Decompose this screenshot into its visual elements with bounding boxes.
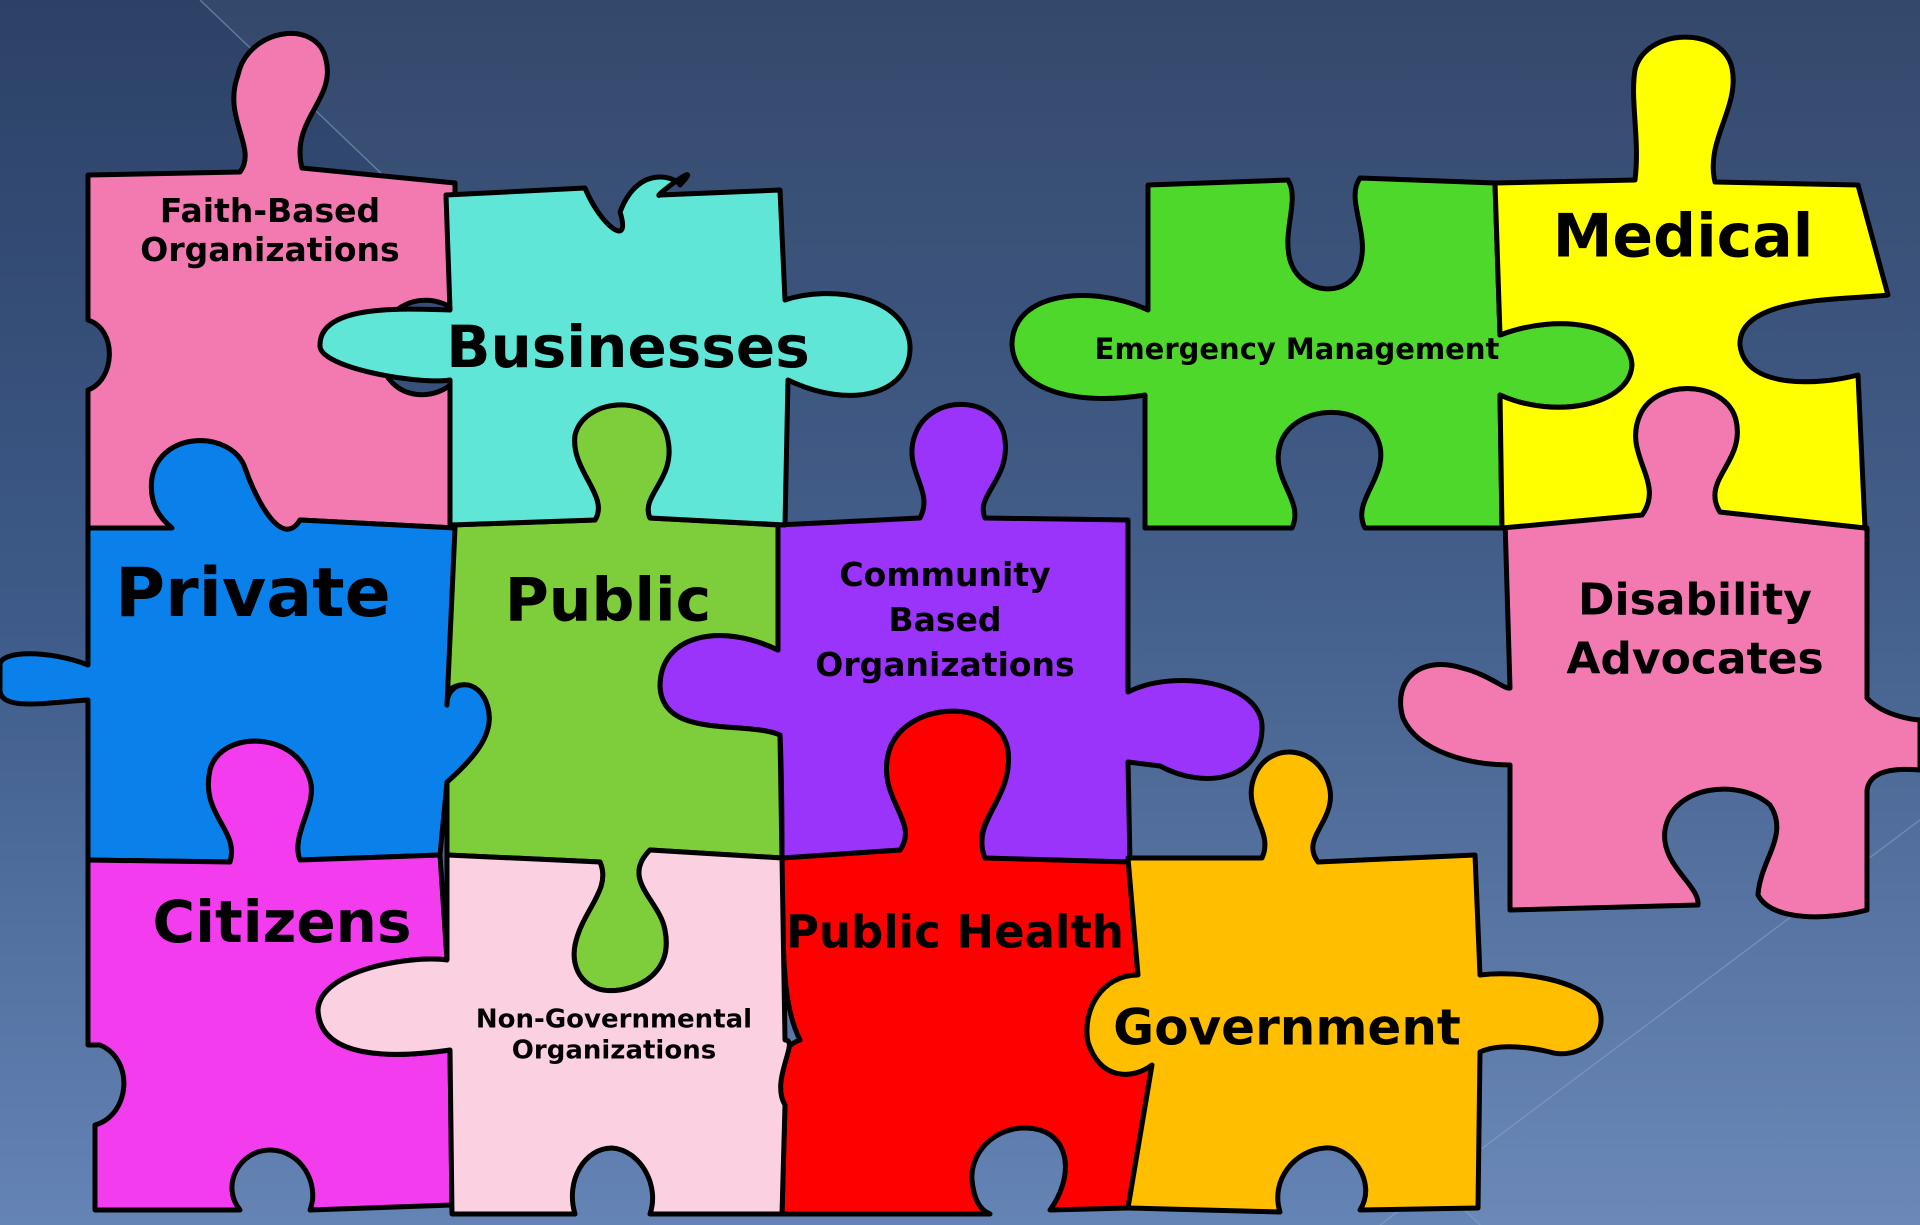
label-non-governmental-organizations: Non-Governmental Organizations bbox=[476, 1004, 752, 1065]
faith-line-1: Faith-Based bbox=[159, 191, 381, 231]
ngo-line-1: Non-Governmental bbox=[475, 1004, 753, 1035]
label-medical: Medical bbox=[1552, 201, 1814, 272]
label-emergency-management: Emergency Management bbox=[1094, 331, 1500, 366]
disability-line-1: Disability bbox=[1578, 574, 1812, 626]
puzzle-piece-government bbox=[1084, 749, 1604, 1215]
label-faith-based-organizations: Faith-Based Organizations bbox=[140, 191, 400, 270]
ngo-line-2: Organizations bbox=[511, 1035, 717, 1065]
label-government: Government bbox=[1113, 998, 1461, 1057]
label-disability-advocates: Disability Advocates bbox=[1566, 571, 1823, 690]
puzzle-piece-emergency bbox=[1009, 175, 1635, 531]
puzzle-piece-medical bbox=[1492, 34, 1891, 531]
community-line-3: Organizations bbox=[815, 645, 1075, 685]
community-line-1: Community bbox=[839, 555, 1051, 595]
puzzle-piece-ngo bbox=[315, 847, 792, 1217]
puzzle-piece-businesses bbox=[317, 172, 913, 528]
community-line-2: Based bbox=[888, 600, 1002, 640]
label-private: Private bbox=[115, 553, 391, 633]
disability-line-2: Advocates bbox=[1566, 634, 1824, 685]
label-public: Public bbox=[504, 565, 712, 636]
label-businesses: Businesses bbox=[446, 312, 810, 381]
label-citizens: Citizens bbox=[152, 887, 412, 956]
label-public-health: Public Health bbox=[786, 905, 1124, 959]
label-community-based-organizations: Community Based Organizations bbox=[815, 552, 1074, 688]
faith-line-2: Organizations bbox=[140, 230, 400, 269]
